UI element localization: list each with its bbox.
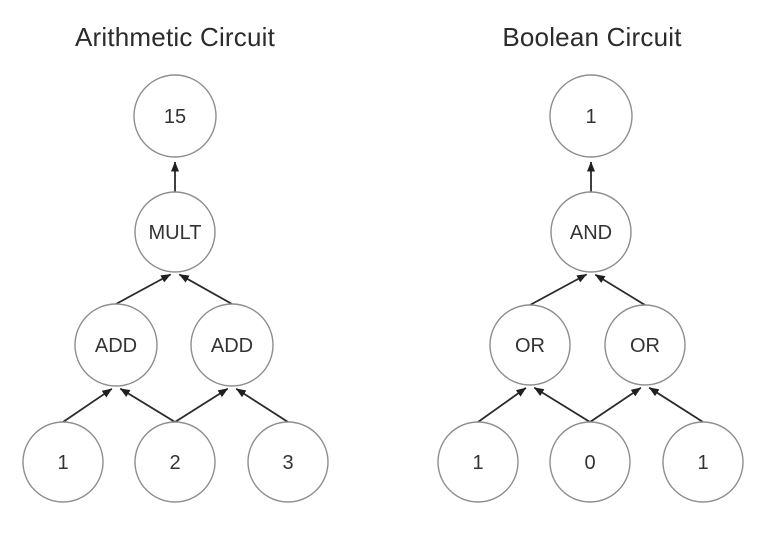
boolean-circuit-node-label-input-2: 0 <box>584 452 595 474</box>
boolean-circuit-edge-input-1-to-or-left <box>477 387 527 423</box>
boolean-circuit-edge-or-left-to-and <box>529 273 588 306</box>
arithmetic-circuit-node-label-mult: MULT <box>149 222 202 244</box>
arithmetic-circuit-node-mult <box>134 191 216 273</box>
arithmetic-circuit-node-input-2 <box>134 421 216 503</box>
arithmetic-circuit-edge-input-2-to-add-left <box>119 387 176 423</box>
boolean-circuit-node-input-1 <box>437 421 519 503</box>
boolean-circuit-node-label-or-left: OR <box>515 335 545 357</box>
arithmetic-circuit-node-label-input-3: 3 <box>282 452 293 474</box>
boolean-circuit-edge-input-3-to-or-right <box>648 386 704 423</box>
arithmetic-circuit-edge-input-3-to-add-right <box>235 387 289 423</box>
boolean-circuit-node-label-input-3: 1 <box>697 452 708 474</box>
boolean-circuit-edge-or-right-to-and <box>594 273 646 306</box>
boolean-circuit-node-label-output: 1 <box>585 106 596 128</box>
boolean-circuit-title: Boolean Circuit <box>502 22 682 52</box>
boolean-circuit-node-or-left <box>489 304 571 386</box>
arithmetic-circuit-edge-add-right-to-mult <box>178 273 233 305</box>
arithmetic-circuit-node-input-3 <box>247 421 329 503</box>
arithmetic-circuit-edge-add-left-to-mult <box>115 273 172 305</box>
boolean-circuit-node-input-3 <box>662 421 744 503</box>
boolean-circuit-node-input-2 <box>549 421 631 503</box>
arithmetic-circuit-edge-input-2-to-add-right <box>174 387 229 423</box>
arithmetic-circuit-node-label-input-2: 2 <box>169 452 180 474</box>
arithmetic-circuit-node-label-input-1: 1 <box>57 452 68 474</box>
arithmetic-circuit-node-label-add-right: ADD <box>211 335 253 357</box>
arithmetic-circuit-edge-input-1-to-add-left <box>62 388 113 423</box>
boolean-circuit-node-label-input-1: 1 <box>472 452 483 474</box>
arithmetic-circuit-node-add-right <box>190 303 274 387</box>
boolean-circuit-node-and <box>550 191 632 273</box>
boolean-circuit-edge-input-2-to-or-right <box>589 387 642 423</box>
boolean-circuit-node-label-and: AND <box>570 222 612 244</box>
arithmetic-circuit-node-input-1 <box>22 421 104 503</box>
boolean-circuit-edge-input-2-to-or-left <box>533 386 591 423</box>
boolean-circuit-node-label-or-right: OR <box>630 335 660 357</box>
arithmetic-circuit-node-label-output: 15 <box>164 106 186 128</box>
arithmetic-circuit-node-add-left <box>74 303 158 387</box>
boolean-circuit-node-output <box>549 74 633 158</box>
arithmetic-circuit-title: Arithmetic Circuit <box>74 22 276 52</box>
boolean-circuit-node-or-right <box>604 304 686 386</box>
arithmetic-circuit-node-output <box>133 74 217 158</box>
arithmetic-circuit-node-label-add-left: ADD <box>95 335 137 357</box>
